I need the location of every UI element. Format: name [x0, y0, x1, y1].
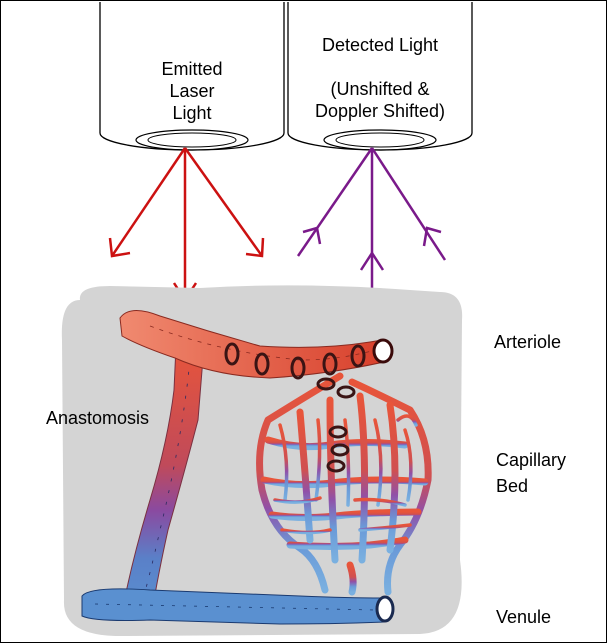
anastomosis-label: Anastomosis — [46, 407, 149, 429]
venule-label: Venule — [496, 606, 551, 628]
arteriole-label: Arteriole — [494, 331, 561, 353]
emitted-light-label: Emitted Laser Light — [130, 58, 254, 124]
detected-light-label: Detected Light (Unshifted & Doppler Shif… — [290, 34, 470, 122]
emitted-line2: Laser — [130, 80, 254, 102]
emitted-line1: Emitted — [130, 58, 254, 80]
detected-line2: (Unshifted & — [290, 78, 470, 100]
capillary-bed-label: Capillary Bed — [496, 449, 566, 497]
capillary-line1: Capillary — [496, 449, 566, 471]
emitted-light-arrows — [110, 148, 263, 300]
capillary-line2: Bed — [496, 475, 566, 497]
emitted-line3: Light — [130, 102, 254, 124]
detected-light-arrows — [298, 148, 445, 300]
detected-line1: Detected Light — [290, 34, 470, 56]
detected-line3: Doppler Shifted) — [290, 100, 470, 122]
